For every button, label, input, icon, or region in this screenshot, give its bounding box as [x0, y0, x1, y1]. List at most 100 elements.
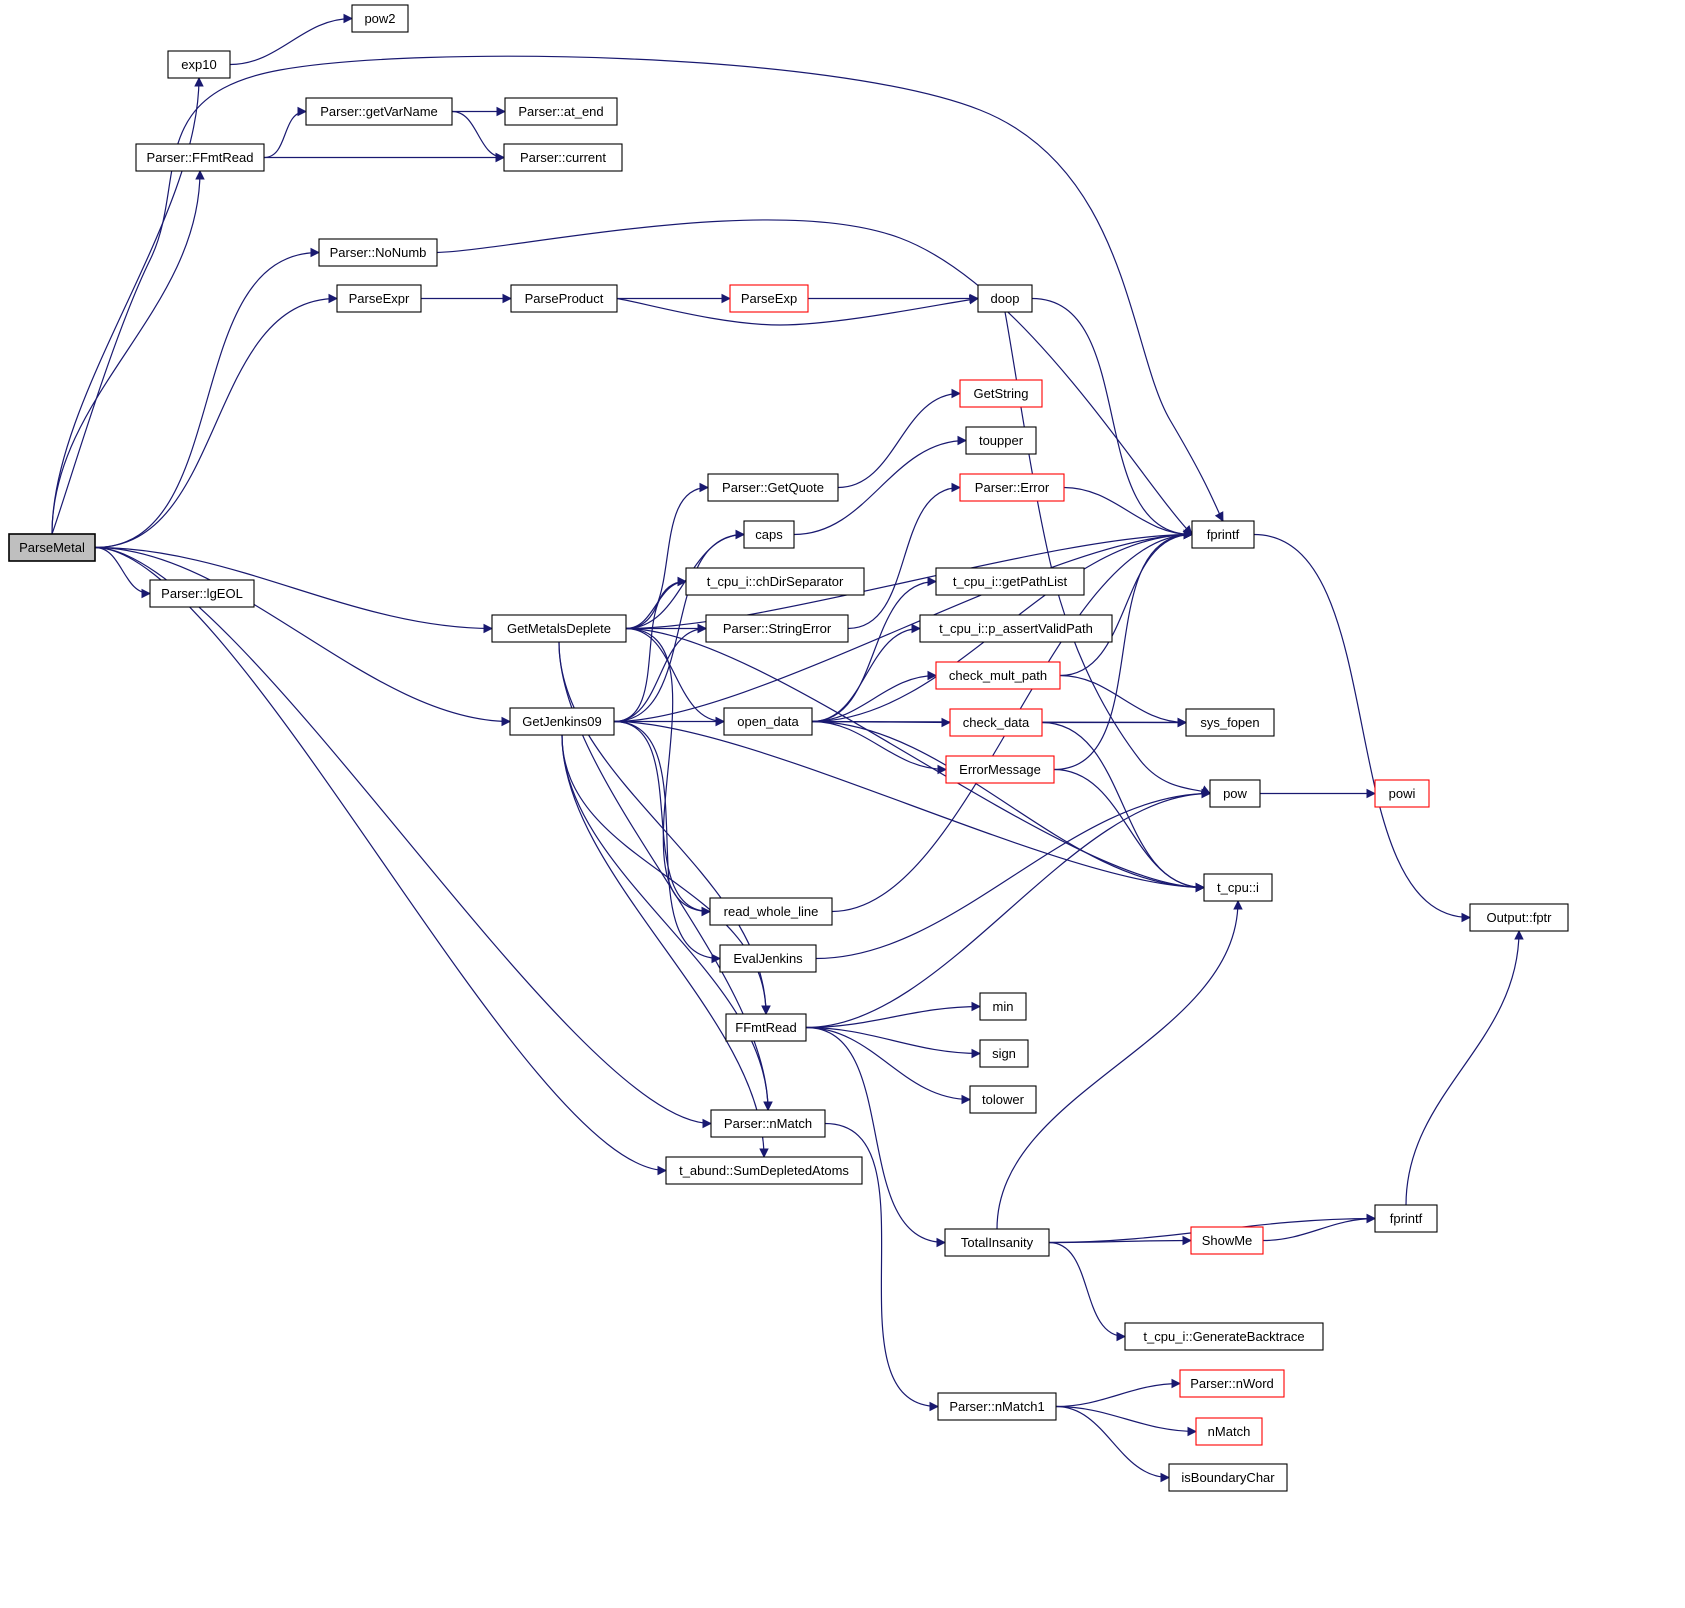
node-box-evaljenkins[interactable] — [719, 944, 817, 973]
node-parsemetal[interactable]: ParseMetal — [8, 533, 96, 562]
node-box-getvarname[interactable] — [305, 97, 453, 126]
node-getpathlist[interactable]: t_cpu_i::getPathList — [935, 567, 1085, 596]
node-nword[interactable]: Parser::nWord — [1179, 1369, 1285, 1398]
node-box-passertvalidpath[interactable] — [919, 614, 1113, 643]
node-getjenkins09[interactable]: GetJenkins09 — [509, 707, 615, 736]
node-sign[interactable]: sign — [979, 1039, 1029, 1068]
node-parseproduct[interactable]: ParseProduct — [510, 284, 618, 313]
node-box-pow2[interactable] — [351, 4, 409, 33]
node-box-perror[interactable] — [959, 473, 1065, 502]
node-box-chdirsep[interactable] — [685, 567, 865, 596]
node-box-powi[interactable] — [1374, 779, 1430, 808]
node-isboundarychar[interactable]: isBoundaryChar — [1168, 1463, 1288, 1492]
node-box-nmatch1[interactable] — [937, 1392, 1057, 1421]
node-parseexp[interactable]: ParseExp — [729, 284, 809, 313]
node-toupper[interactable]: toupper — [965, 426, 1037, 455]
node-box-tcpui[interactable] — [1203, 873, 1273, 902]
node-passertvalidpath[interactable]: t_cpu_i::p_assertValidPath — [919, 614, 1113, 643]
node-box-pnmatch[interactable] — [710, 1109, 826, 1138]
node-fprintf1[interactable]: fprintf — [1191, 520, 1255, 549]
node-parseexpr[interactable]: ParseExpr — [336, 284, 422, 313]
node-box-totalinsanity[interactable] — [944, 1228, 1050, 1257]
node-box-caps[interactable] — [743, 520, 795, 549]
node-box-checkmultpath[interactable] — [935, 661, 1061, 690]
node-box-at_end[interactable] — [504, 97, 618, 126]
node-box-tolower[interactable] — [969, 1085, 1037, 1114]
node-checkmultpath[interactable]: check_mult_path — [935, 661, 1061, 690]
node-box-pow[interactable] — [1209, 779, 1261, 808]
node-readwholeline[interactable]: read_whole_line — [709, 897, 833, 926]
node-box-sumdepleted[interactable] — [665, 1156, 863, 1185]
node-box-checkdata[interactable] — [949, 708, 1043, 737]
node-box-nonumb[interactable] — [318, 238, 438, 267]
node-lgeol[interactable]: Parser::lgEOL — [149, 579, 255, 608]
node-checkdata[interactable]: check_data — [949, 708, 1043, 737]
node-box-getpathlist[interactable] — [935, 567, 1085, 596]
node-fprintf2[interactable]: fprintf — [1374, 1204, 1438, 1233]
node-pffmtread[interactable]: Parser::FFmtRead — [135, 143, 265, 172]
node-box-sign[interactable] — [979, 1039, 1029, 1068]
node-pow2[interactable]: pow2 — [351, 4, 409, 33]
node-nmatch[interactable]: nMatch — [1195, 1417, 1263, 1446]
node-box-parseexp[interactable] — [729, 284, 809, 313]
node-box-fprintf1[interactable] — [1191, 520, 1255, 549]
node-evaljenkins[interactable]: EvalJenkins — [719, 944, 817, 973]
node-tolower[interactable]: tolower — [969, 1085, 1037, 1114]
node-box-pffmtread[interactable] — [135, 143, 265, 172]
node-sumdepleted[interactable]: t_abund::SumDepletedAtoms — [665, 1156, 863, 1185]
node-nmatch1[interactable]: Parser::nMatch1 — [937, 1392, 1057, 1421]
node-box-parseproduct[interactable] — [510, 284, 618, 313]
node-caps[interactable]: caps — [743, 520, 795, 549]
node-doop[interactable]: doop — [977, 284, 1033, 313]
node-opendata[interactable]: open_data — [723, 707, 813, 736]
node-box-isboundarychar[interactable] — [1168, 1463, 1288, 1492]
node-getquote[interactable]: Parser::GetQuote — [707, 473, 839, 502]
node-box-doop[interactable] — [977, 284, 1033, 313]
node-box-min[interactable] — [979, 992, 1027, 1021]
node-errormessage[interactable]: ErrorMessage — [945, 755, 1055, 784]
node-box-nword[interactable] — [1179, 1369, 1285, 1398]
node-getvarname[interactable]: Parser::getVarName — [305, 97, 453, 126]
node-box-parsemetal[interactable] — [8, 533, 96, 562]
node-box-stringerror[interactable] — [705, 614, 849, 643]
node-box-getjenkins09[interactable] — [509, 707, 615, 736]
node-box-sysfopen[interactable] — [1185, 708, 1275, 737]
node-exp10[interactable]: exp10 — [167, 50, 231, 79]
node-getstring[interactable]: GetString — [959, 379, 1043, 408]
node-box-readwholeline[interactable] — [709, 897, 833, 926]
node-box-errormessage[interactable] — [945, 755, 1055, 784]
node-nonumb[interactable]: Parser::NoNumb — [318, 238, 438, 267]
node-box-outputfptr[interactable] — [1469, 903, 1569, 932]
node-ffmtread[interactable]: FFmtRead — [725, 1013, 807, 1042]
node-box-toupper[interactable] — [965, 426, 1037, 455]
node-totalinsanity[interactable]: TotalInsanity — [944, 1228, 1050, 1257]
node-pow[interactable]: pow — [1209, 779, 1261, 808]
node-box-getquote[interactable] — [707, 473, 839, 502]
node-pnmatch[interactable]: Parser::nMatch — [710, 1109, 826, 1138]
node-chdirsep[interactable]: t_cpu_i::chDirSeparator — [685, 567, 865, 596]
node-powi[interactable]: powi — [1374, 779, 1430, 808]
node-at_end[interactable]: Parser::at_end — [504, 97, 618, 126]
node-box-getstring[interactable] — [959, 379, 1043, 408]
node-box-getmetalsdeplete[interactable] — [491, 614, 627, 643]
node-sysfopen[interactable]: sys_fopen — [1185, 708, 1275, 737]
node-box-showme[interactable] — [1190, 1226, 1264, 1255]
node-box-fprintf2[interactable] — [1374, 1204, 1438, 1233]
node-outputfptr[interactable]: Output::fptr — [1469, 903, 1569, 932]
node-box-lgeol[interactable] — [149, 579, 255, 608]
node-box-generatebacktrace[interactable] — [1124, 1322, 1324, 1351]
node-box-nmatch[interactable] — [1195, 1417, 1263, 1446]
node-box-opendata[interactable] — [723, 707, 813, 736]
node-box-current[interactable] — [503, 143, 623, 172]
node-getmetalsdeplete[interactable]: GetMetalsDeplete — [491, 614, 627, 643]
node-perror[interactable]: Parser::Error — [959, 473, 1065, 502]
node-min[interactable]: min — [979, 992, 1027, 1021]
node-tcpui[interactable]: t_cpu::i — [1203, 873, 1273, 902]
node-current[interactable]: Parser::current — [503, 143, 623, 172]
node-box-parseexpr[interactable] — [336, 284, 422, 313]
node-box-exp10[interactable] — [167, 50, 231, 79]
node-box-ffmtread[interactable] — [725, 1013, 807, 1042]
node-stringerror[interactable]: Parser::StringError — [705, 614, 849, 643]
node-showme[interactable]: ShowMe — [1190, 1226, 1264, 1255]
node-generatebacktrace[interactable]: t_cpu_i::GenerateBacktrace — [1124, 1322, 1324, 1351]
